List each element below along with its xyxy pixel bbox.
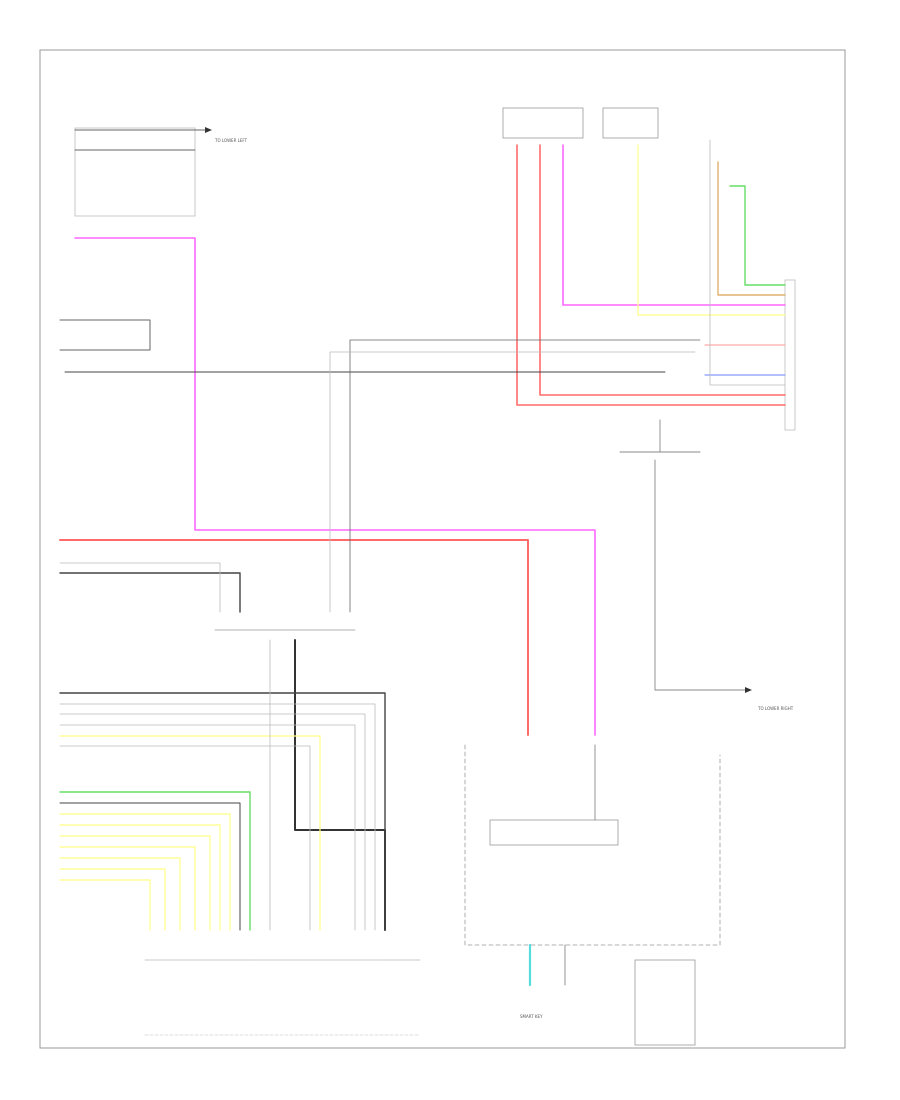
wire-orange-right — [717, 161, 786, 296]
wire-dark-down — [294, 639, 386, 931]
wire-red-long — [59, 539, 529, 736]
wire-bus-dark-2 — [59, 802, 241, 931]
wire-bus-yellow-5 — [59, 846, 196, 931]
wire-bus-yellow-6 — [59, 857, 181, 931]
wire-bus-dark — [59, 692, 386, 931]
wire-bus-yellow-1 — [59, 735, 321, 931]
wire-bus-yellow-3 — [59, 824, 221, 931]
wire-red-upper-1 — [516, 144, 786, 406]
label-to-lower-left: TO LOWER LEFT — [214, 138, 248, 143]
diagram-frame — [39, 49, 846, 1049]
arrow-to-lower-left — [205, 127, 212, 133]
connector-box-top-left — [502, 107, 584, 139]
connector-box-top-mid — [602, 107, 659, 139]
wire-bus-gray-4 — [59, 745, 311, 931]
wire-bus-gray-1 — [59, 703, 376, 931]
wire-bus-yellow-7 — [59, 868, 166, 931]
wire-dark-left — [59, 572, 241, 613]
wire-bus-yellow-2 — [59, 813, 231, 931]
lower-relay-box — [634, 959, 696, 1046]
switch-dash-frame — [464, 744, 721, 946]
label-to-lower-right: TO LOWER RIGHT — [757, 706, 794, 711]
sensor-bracket-left — [59, 319, 151, 351]
connector-right-column — [784, 279, 796, 431]
switch-box — [489, 819, 619, 846]
wire-red-upper-2 — [539, 144, 786, 396]
arrow-to-lower-right — [745, 687, 752, 693]
wire-gray-center — [329, 351, 696, 613]
wire-vertical-control — [619, 419, 746, 691]
wire-gray-right — [709, 139, 786, 386]
wire-magenta-long — [74, 237, 596, 736]
wire-magenta-upper — [562, 144, 786, 306]
wire-bus-yellow-4 — [59, 835, 211, 931]
wire-bus-green — [59, 791, 251, 931]
label-smart-key: SMART KEY — [520, 1014, 543, 1019]
wire-gray-left — [59, 562, 221, 613]
wire-bus-gray-2 — [59, 713, 366, 931]
wire-dark-center — [349, 339, 701, 613]
sensor-box-upper-left — [74, 127, 196, 217]
wire-bus-gray-3 — [59, 724, 356, 931]
wire-green-right — [729, 185, 786, 286]
wire-bus-yellow-8 — [59, 879, 151, 931]
wire-yellow-right — [637, 144, 786, 316]
